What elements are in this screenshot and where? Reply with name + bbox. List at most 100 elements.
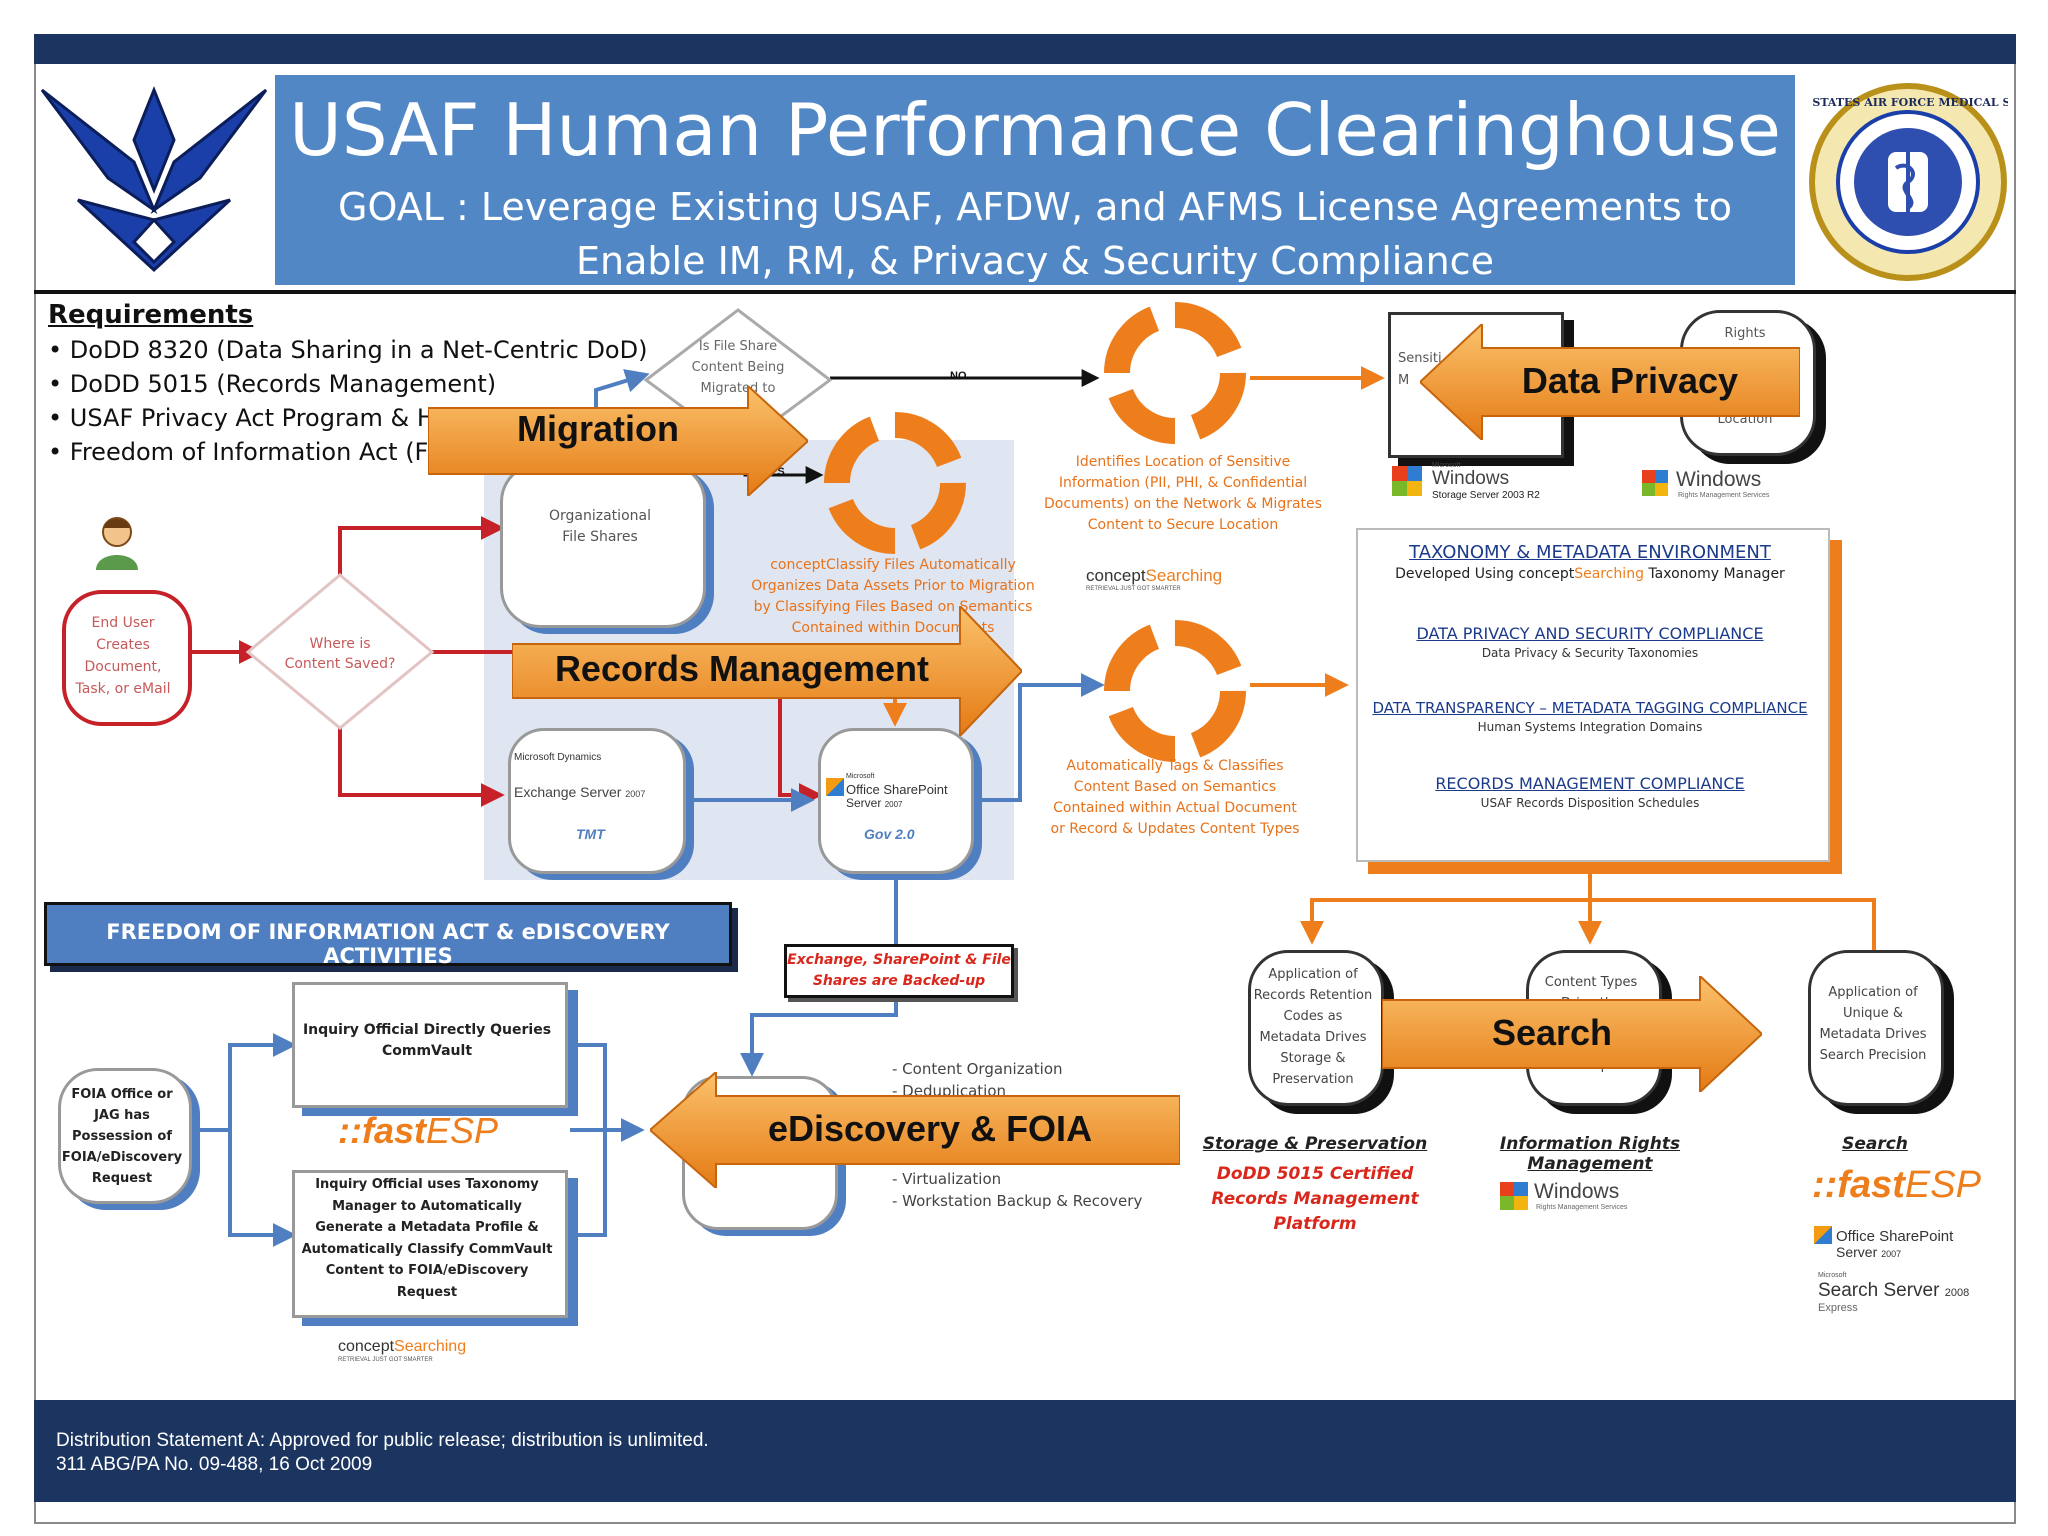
search-label-arrow: Search xyxy=(1491,1012,1613,1053)
records-management-label: Records Management xyxy=(554,648,930,689)
backup-note: Exchange, SharePoint & File Shares are B… xyxy=(784,950,1014,992)
goal-statement: GOAL : Leverage Existing USAF, AFDW, and… xyxy=(275,180,1795,288)
decision-where-saved xyxy=(245,573,435,730)
windows-rms-sub: Rights Management Services xyxy=(1678,492,1770,499)
dod-cert-line: Records Management xyxy=(1211,1189,1419,1209)
auto-tags-line: or Record & Updates Content Types xyxy=(1050,821,1300,837)
windows-icon xyxy=(1392,466,1422,496)
irm-windows-sub: Rights Management Services xyxy=(1536,1204,1628,1211)
end-user-node xyxy=(62,590,192,726)
medical-service-seal: UNITED STATES AIR FORCE MEDICAL SERVICE xyxy=(1808,83,2008,281)
backup-note-box xyxy=(784,944,1014,998)
user-icon xyxy=(96,517,138,570)
requirement-item: • Freedom of Information Act (FO xyxy=(48,438,448,466)
identifies-line: Identifies Location of Sensitive xyxy=(1075,454,1291,470)
search-arrow xyxy=(1382,976,1762,1092)
concept-tagline: RETRIEVAL JUST GOT SMARTER xyxy=(338,1357,433,1363)
fast-esp-part: ::fast xyxy=(1812,1164,1905,1206)
sharepoint-server: Server xyxy=(846,796,882,810)
sharepoint-label: Office SharePoint xyxy=(846,782,948,797)
sensitive-line: M xyxy=(1398,373,1410,388)
taxonomy-dev-prefix: Developed Using concept xyxy=(1395,566,1575,582)
inquiry-line: Inquiry Official Directly Queries xyxy=(302,1022,552,1038)
sharepoint-icon xyxy=(1814,1226,1832,1244)
sensitive-box-text: Sensiti M xyxy=(1398,348,1442,392)
gov-label: Gov 2.0 xyxy=(864,826,915,842)
header-divider xyxy=(34,290,2016,294)
concept-tagline: RETRIEVAL JUST GOT SMARTER xyxy=(1086,586,1181,592)
data-privacy-arrow xyxy=(1420,324,1800,440)
org-file-shares-line: File Shares xyxy=(562,529,638,545)
taxonomy-section-sub: USAF Records Disposition Schedules xyxy=(1480,796,1700,810)
content-types-line: Content Types xyxy=(1544,975,1638,990)
windows-rms-label: Windows xyxy=(1676,468,1762,491)
requirement-item: • DoDD 5015 (Records Management) xyxy=(48,370,497,398)
footer-distribution: Distribution Statement A: Approved for p… xyxy=(56,1430,709,1451)
exchange-label: Exchange Server 2007 xyxy=(514,784,645,800)
cycle-icon-migration xyxy=(824,412,966,554)
exchange-node xyxy=(508,728,686,874)
inquiry-direct-node xyxy=(292,982,568,1108)
inquiry-direct-text: Inquiry Official Directly Queries CommVa… xyxy=(292,1020,562,1062)
ss-microsoft: Microsoft xyxy=(1818,1272,1847,1279)
fast-esp-logo: ::fastESP xyxy=(338,1110,498,1152)
concept-classify-line: Organizes Data Assets Prior to Migration xyxy=(751,578,1035,594)
dod-cert-line: Platform xyxy=(1273,1214,1357,1234)
end-user-line: End User xyxy=(91,615,155,631)
cycle-icon-privacy xyxy=(1104,302,1246,444)
top-bar xyxy=(34,34,2016,64)
sharepoint-microsoft: Microsoft xyxy=(846,773,875,780)
concept-searching-logo: conceptSearching xyxy=(338,1338,466,1356)
windows-storage-sub: Storage Server 2003 R2 xyxy=(1432,490,1540,501)
concept-searching-logo: conceptSearching xyxy=(1086,566,1222,586)
identifies-text: Identifies Location of Sensitive Informa… xyxy=(1040,452,1326,536)
requirement-item: • USAF Privacy Act Program & HIP xyxy=(48,404,457,432)
unique-line: Metadata Drives xyxy=(1819,1027,1927,1042)
foia-office-text: FOIA Office or JAG has Possession of FOI… xyxy=(54,1084,190,1189)
footer-bar xyxy=(34,1400,2016,1502)
windows-icon xyxy=(1642,470,1668,496)
rights-box-top: Rights xyxy=(1724,326,1766,341)
tmt-label: TMT xyxy=(576,826,605,842)
sp-version: 2007 xyxy=(1881,1249,1902,1259)
windows-icon xyxy=(1500,1182,1528,1210)
fast-esp-part: ::fast xyxy=(338,1110,426,1151)
auto-tags-line: Automatically Tags & Classifies xyxy=(1066,758,1284,774)
sp-label-2: Server 2007 xyxy=(1836,1244,1901,1260)
concept-logo-part: concept xyxy=(1086,566,1146,585)
where-saved-text: Where is Content Saved? xyxy=(268,634,412,674)
ediscovery-arrow xyxy=(650,1072,1180,1188)
retention-line: Application of xyxy=(1268,967,1358,982)
retention-line: Records Retention xyxy=(1253,988,1373,1003)
feature-item: - Virtualization xyxy=(892,1170,1002,1188)
unique-node xyxy=(1808,950,1944,1106)
foia-office-line: FOIA Office or xyxy=(71,1087,173,1102)
dod-certified-text: DoDD 5015 Certified Records Management P… xyxy=(1200,1162,1430,1237)
backup-note-line: Exchange, SharePoint & File xyxy=(787,952,1011,968)
auto-tags-text: Automatically Tags & Classifies Content … xyxy=(1040,756,1310,840)
seal-text: UNITED STATES AIR FORCE MEDICAL SERVICE xyxy=(1808,96,2008,109)
migration-label: Migration xyxy=(517,408,679,449)
cycle-icon-records xyxy=(1104,620,1246,762)
taxonomy-section-heading: DATA TRANSPARENCY – METADATA TAGGING COM… xyxy=(1372,699,1808,717)
concept-logo-part: Searching xyxy=(394,1338,467,1355)
org-file-shares-text: Organizational File Shares xyxy=(500,506,700,548)
taxonomy-panel xyxy=(1356,528,1830,862)
concept-classify-line: Contained within Documents xyxy=(791,620,995,636)
search-label: Search xyxy=(1842,1134,1908,1154)
taxonomy-section-sub: Data Privacy & Security Taxonomies xyxy=(1481,646,1699,660)
file-share-question: Is File Share Content Being Migrated to xyxy=(668,336,808,399)
unique-line: Unique & xyxy=(1842,1006,1904,1021)
inquiry-line: Request xyxy=(396,1284,458,1300)
end-user-line: Creates xyxy=(96,637,150,653)
inquiry-line: Manager to Automatically xyxy=(332,1198,522,1214)
irm-windows-label: Windows xyxy=(1534,1180,1620,1203)
concept-logo-part: concept xyxy=(338,1338,395,1355)
windows-storage-label: Windows xyxy=(1432,468,1510,489)
foia-office-line: FOIA/eDiscovery xyxy=(61,1150,183,1165)
file-share-question-line: Content Being xyxy=(691,360,785,375)
org-file-shares-line: Organizational xyxy=(549,508,651,524)
migration-arrow xyxy=(428,386,808,496)
irm-label: Information Rights Management xyxy=(1499,1134,1681,1174)
windows-storage-microsoft: Microsoft xyxy=(1432,462,1461,469)
